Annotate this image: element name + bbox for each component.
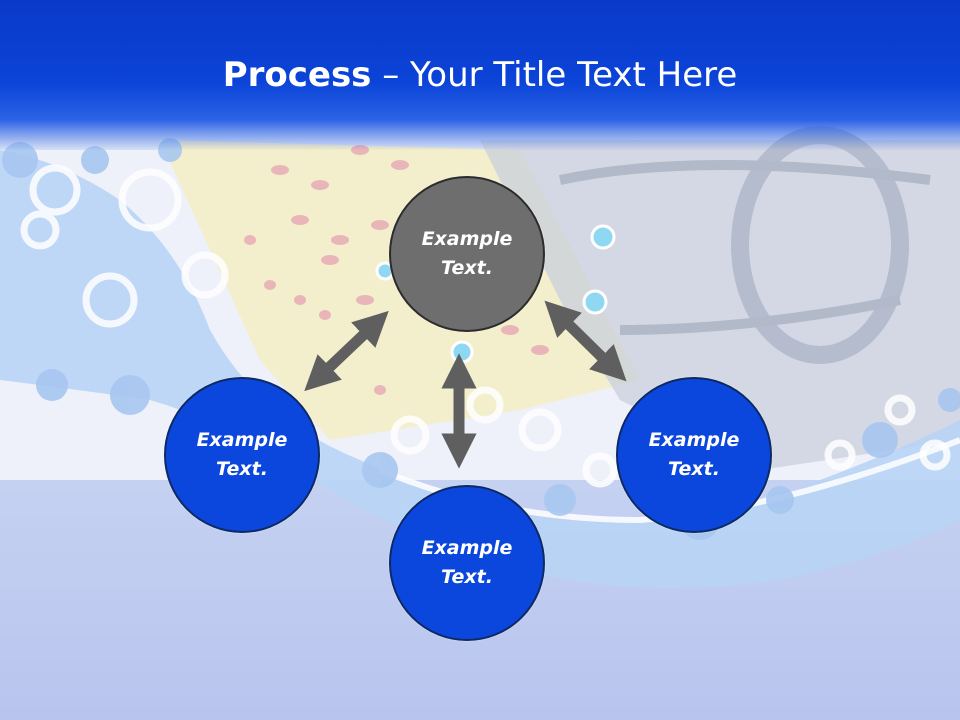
bubble-band <box>0 150 960 588</box>
title-band <box>0 0 960 150</box>
car-interior <box>480 140 960 470</box>
console-line <box>619 295 901 335</box>
node-left-label: Example Text. <box>196 429 288 480</box>
process-node-top: Example Text. <box>389 176 545 332</box>
title-bold-text: Process <box>222 55 372 95</box>
node-right-label: Example Text. <box>648 429 740 480</box>
process-node-left: Example Text. <box>164 377 320 533</box>
process-node-right: Example Text. <box>616 377 772 533</box>
node-top-label: Example Text. <box>421 228 513 279</box>
dashboard-line <box>558 160 931 185</box>
process-node-bottom: Example Text. <box>389 485 545 641</box>
node-bottom-label: Example Text. <box>421 537 513 588</box>
title-rest-text: – Your Title Text Here <box>371 55 738 95</box>
slide-title: Process – Your Title Text Here <box>0 52 960 98</box>
